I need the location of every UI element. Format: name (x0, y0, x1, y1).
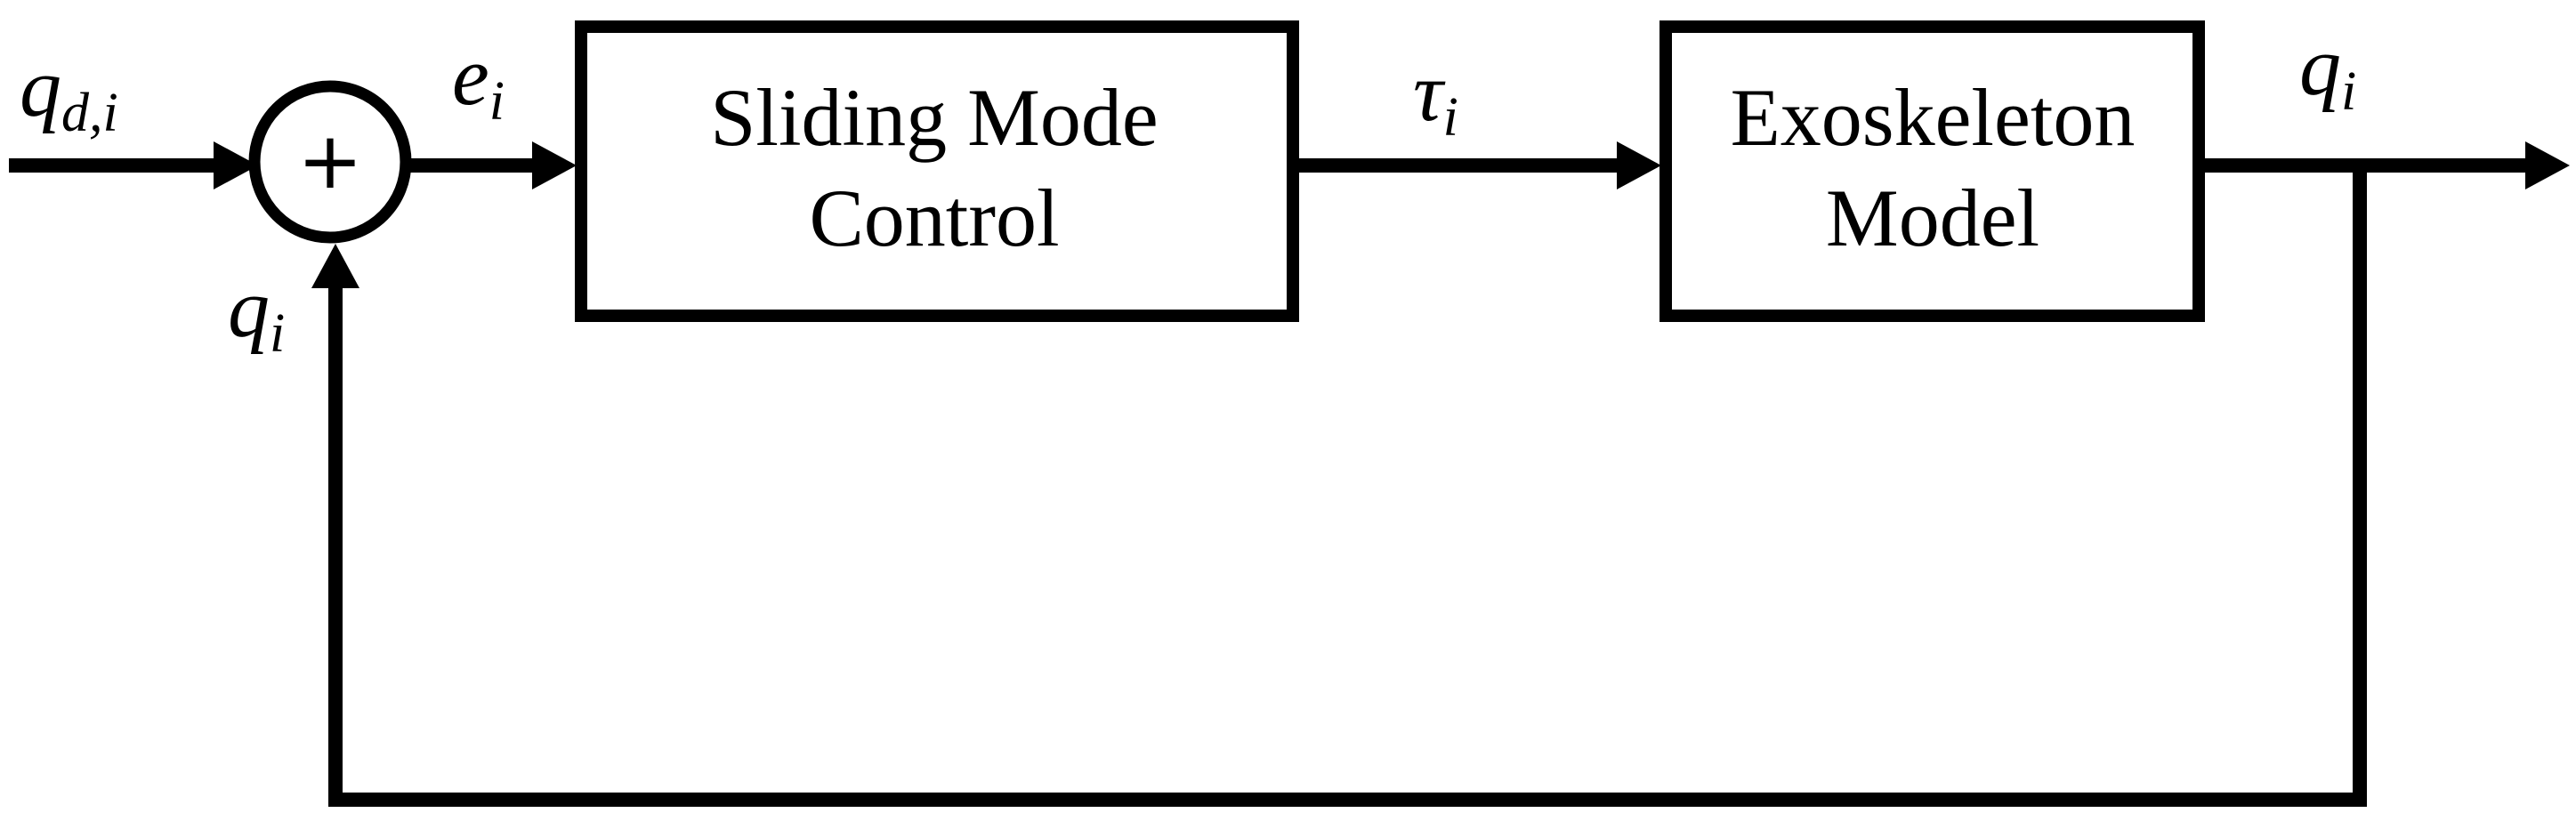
input-signal-label: qd,i (20, 42, 118, 143)
plant-block-label-line1: Exoskeleton (1731, 72, 2136, 163)
plus-operator-icon: + (297, 115, 363, 206)
feedback-signal-subscript: i (270, 303, 285, 364)
controller-block-label-line1: Sliding Mode (710, 72, 1158, 163)
output-signal-label: qi (2299, 20, 2356, 122)
plant-block-label-line2: Model (1826, 173, 2039, 263)
output-signal-subscript: i (2341, 61, 2356, 122)
feedback-wire (328, 165, 2367, 807)
controller-block-label-line2: Control (809, 173, 1059, 263)
output-signal-base: q (2299, 20, 2341, 113)
feedback-signal-label: qi (228, 262, 285, 364)
input-arrowhead-icon (214, 141, 258, 189)
error-signal-label: ei (452, 30, 505, 132)
error-signal-base: e (452, 30, 489, 123)
torque-signal-subscript: i (1443, 87, 1458, 148)
controller-block-box (575, 20, 1299, 322)
torque-signal-base: τ (1413, 46, 1446, 139)
torque-arrowhead-icon (1617, 141, 1661, 189)
input-signal-base: q (20, 42, 61, 134)
feedback-signal-base: q (228, 262, 270, 355)
controller-block: Sliding Mode Control (575, 20, 1299, 322)
output-arrowhead-icon (2525, 141, 2570, 189)
error-signal-subscript: i (489, 71, 505, 132)
error-arrowhead-icon (532, 141, 577, 189)
feedback-arrowhead-icon (311, 244, 359, 288)
input-signal-subscript: d,i (61, 83, 118, 143)
plant-block-box (1659, 20, 2205, 322)
plant-block: Exoskeleton Model (1659, 20, 2205, 322)
torque-signal-label: τi (1413, 46, 1458, 148)
